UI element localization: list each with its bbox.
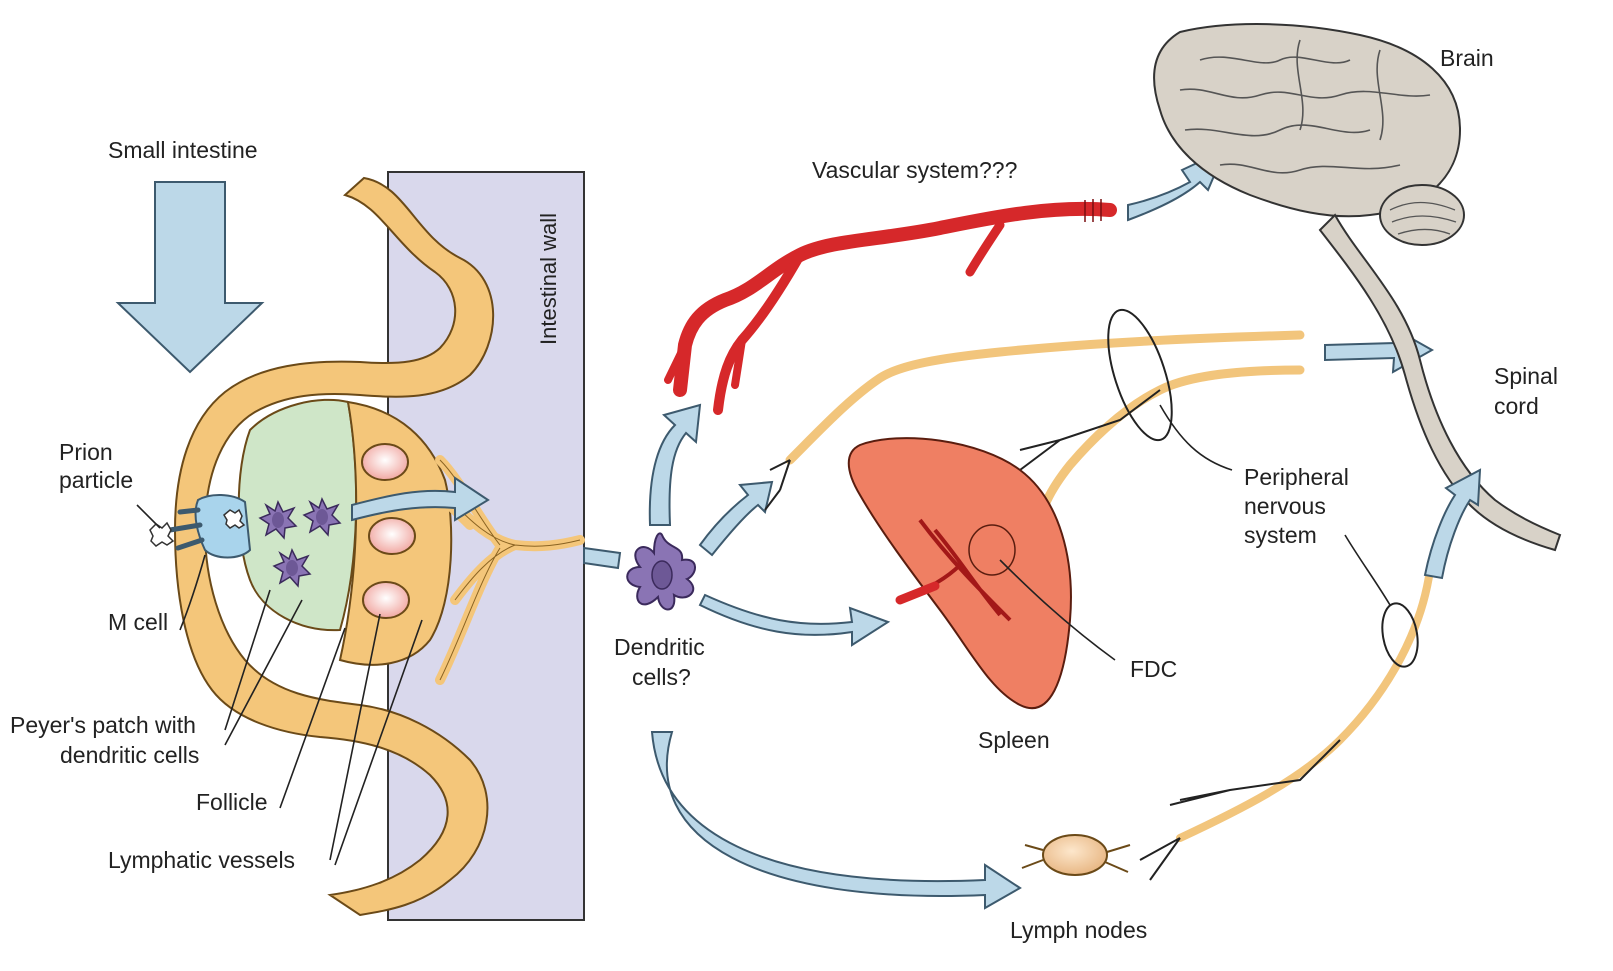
label-peripheral-line1: Peripheral [1244,464,1349,490]
peyers-patch [239,400,356,630]
label-brain: Brain [1440,45,1494,71]
label-dendritic-line1: Dendritic [614,634,705,660]
label-peripheral-line3: system [1244,522,1317,548]
blood-vessel [680,209,1110,390]
blood-vessel-branch-3 [970,225,1000,272]
label-fdc: FDC [1130,656,1177,682]
label-intestinal-wall: Intestinal wall [536,213,561,345]
label-follicle: Follicle [196,789,268,815]
label-lymph-nodes: Lymph nodes [1010,917,1147,943]
label-dendritic-line2: cells? [632,664,691,690]
follicle-1 [362,444,408,480]
label-prion-line2: particle [59,467,133,493]
prion-particle-icon [150,523,173,546]
label-m-cell: M cell [108,609,168,635]
lymph-node-nerve [1180,570,1430,838]
label-spinal-line2: cord [1494,393,1539,419]
lymph-node [1043,835,1107,875]
label-vascular-system: Vascular system??? [812,157,1017,183]
flow-arrow-to-dc [584,548,620,568]
prion-particle-inside-icon [224,510,244,528]
dc-arrow-spleen [700,595,888,645]
cerebellum [1380,185,1464,245]
follicle-3 [363,582,409,618]
label-prion-line1: Prion [59,439,113,465]
central-dendritic-cell [627,533,695,609]
follicle-2 [369,518,415,554]
spleen [849,438,1071,708]
dc-arrow-up [650,405,700,525]
peripheral-nerve-upper [790,335,1300,460]
dc-arrow-nerve [700,482,772,555]
lymph-to-spinal-arrow [1425,470,1480,578]
label-small-intestine: Small intestine [108,137,258,163]
small-intestine-arrow [118,182,262,372]
label-peyers-line2: dendritic cells [60,742,199,768]
label-peyers-line1: Peyer's patch with [10,712,196,738]
label-lymphatic-vessels: Lymphatic vessels [108,847,295,873]
label-spleen: Spleen [978,727,1050,753]
dc-arrow-lymph-node [652,732,1020,908]
label-peripheral-line2: nervous [1244,493,1326,519]
label-spinal-line1: Spinal [1494,363,1558,389]
